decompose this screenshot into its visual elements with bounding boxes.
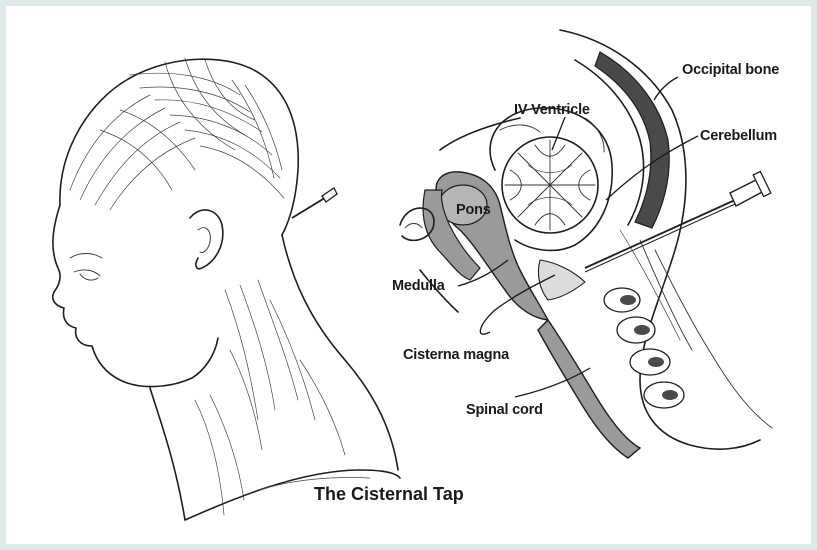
- illustration-panel: Occipital bone IV Ventricle Cerebellum P…: [6, 6, 811, 544]
- cisternal-tap-illustration: Occipital bone IV Ventricle Cerebellum P…: [6, 6, 811, 544]
- figure-caption: The Cisternal Tap: [314, 484, 464, 504]
- label-occipital-bone: Occipital bone: [682, 62, 779, 78]
- label-iv-ventricle: IV Ventricle: [514, 102, 590, 118]
- sagittal-section-drawing: [400, 30, 772, 458]
- label-spinal-cord: Spinal cord: [466, 402, 543, 418]
- label-medulla: Medulla: [392, 278, 446, 294]
- label-cerebellum: Cerebellum: [700, 128, 777, 144]
- head-profile-drawing: [53, 58, 400, 520]
- label-cisterna-magna: Cisterna magna: [403, 347, 510, 363]
- label-pons: Pons: [456, 202, 491, 218]
